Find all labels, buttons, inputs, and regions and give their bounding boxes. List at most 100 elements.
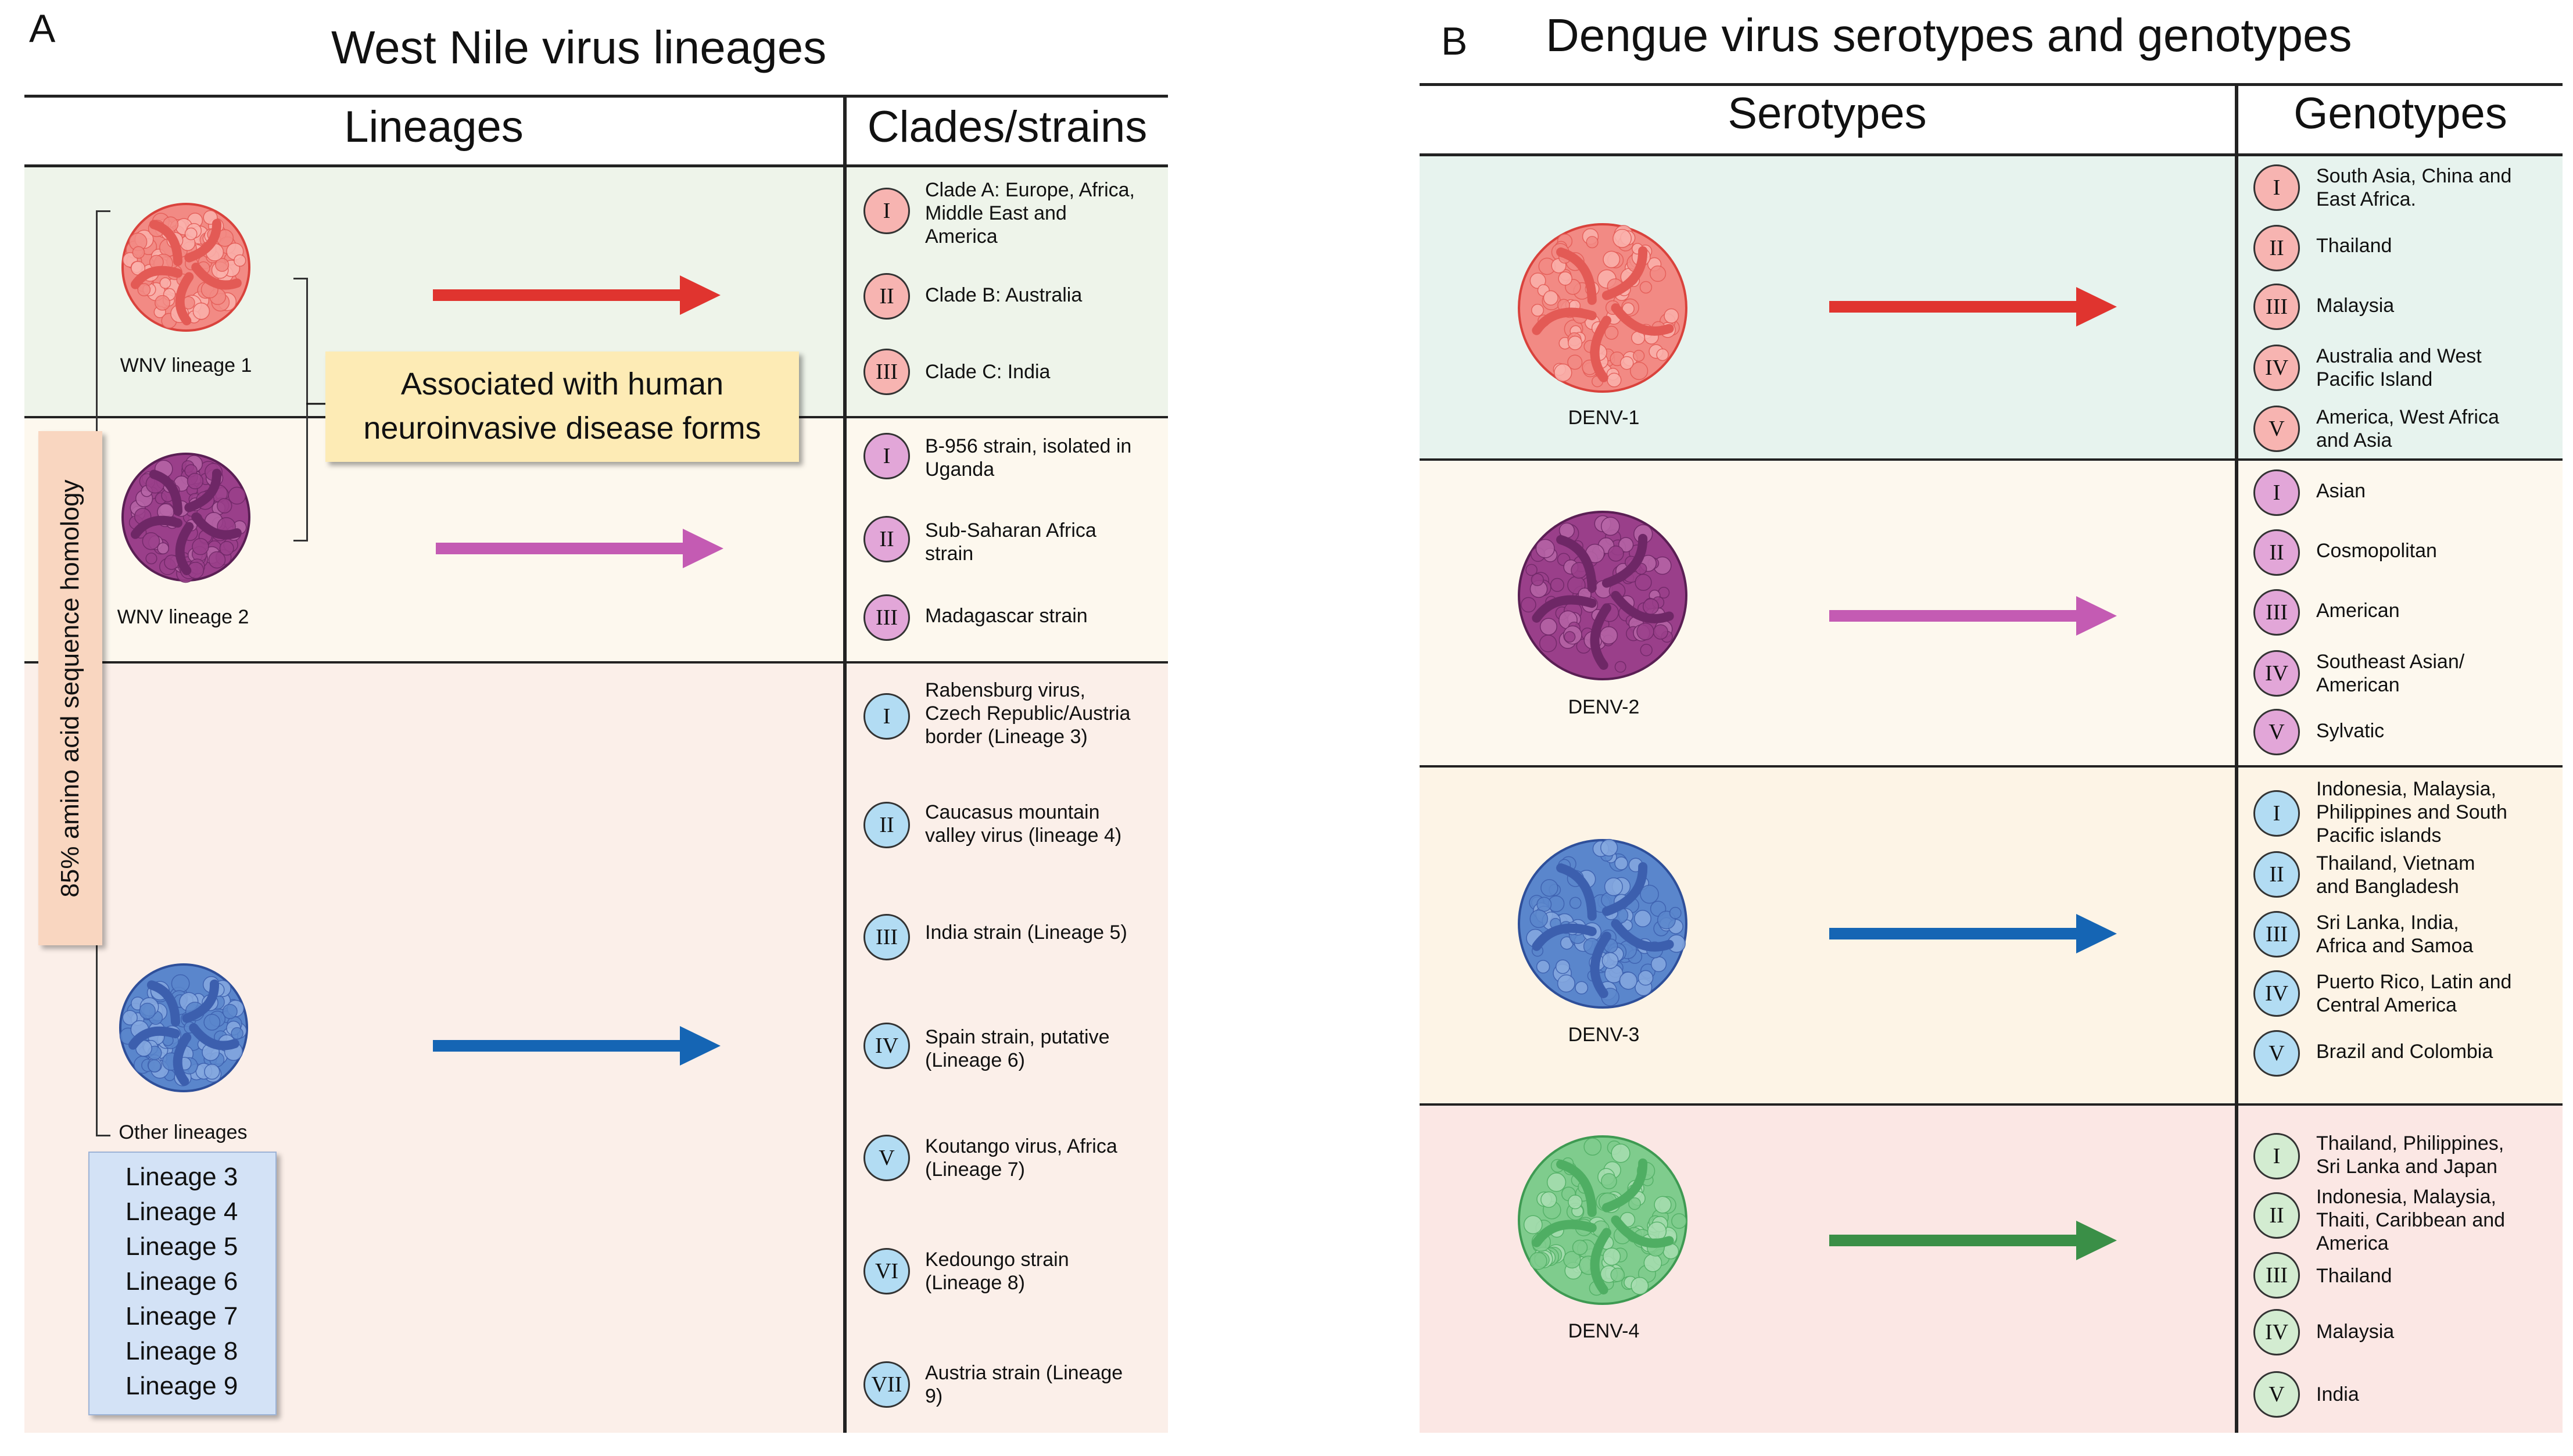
genotype-text: Thailand — [2316, 234, 2392, 257]
text-line: Australia and West — [2316, 345, 2482, 367]
virus-label: DENV-2 — [1568, 696, 1640, 718]
numeral-badge: I — [2253, 164, 2300, 211]
row-divider — [1420, 458, 2563, 461]
numeral-badge: II — [2253, 225, 2300, 271]
lineage-list-box: Lineage 3 Lineage 4 Lineage 5 Lineage 6 … — [88, 1152, 277, 1415]
text-line: Czech Republic/Austria — [925, 702, 1131, 725]
homology-label-box: 85% amino acid sequence homology — [38, 431, 102, 945]
genotype-text: Malaysia — [2316, 1320, 2394, 1343]
genotype-text: Thailand, Philippines,Sri Lanka and Japa… — [2316, 1132, 2504, 1178]
text-line: Puerto Rico, Latin and — [2316, 971, 2512, 993]
table-header-rule — [24, 164, 1168, 167]
numeral-badge: V — [2253, 709, 2300, 755]
text-line: and Asia — [2316, 429, 2392, 451]
genotype-text: India — [2316, 1383, 2359, 1406]
text-line: Clade B: Australia — [925, 284, 1083, 306]
column-divider — [2235, 83, 2238, 1433]
text-line: Kedoungo strain — [925, 1249, 1069, 1271]
virus-label: DENV-3 — [1568, 1024, 1640, 1046]
text-line: India strain (Lineage 5) — [925, 921, 1127, 944]
lineage-list-item: Lineage 3 — [126, 1163, 238, 1191]
text-line: Philippines and South — [2316, 801, 2507, 823]
text-line: strain — [925, 543, 974, 565]
text-line: (Lineage 8) — [925, 1272, 1026, 1294]
text-line: Middle East and — [925, 202, 1067, 224]
text-line: Sri Lanka and Japan — [2316, 1156, 2497, 1178]
virus-label: DENV-4 — [1568, 1320, 1640, 1342]
panel-a-title: West Nile virus lineages — [331, 21, 827, 73]
numeral-badge: III — [863, 349, 910, 395]
numeral-badge: IV — [863, 1023, 910, 1069]
virus-label: DENV-1 — [1568, 407, 1640, 429]
text-line: Pacific islands — [2316, 824, 2442, 847]
text-line: Madagascar strain — [925, 605, 1088, 627]
lineage-list-item: Lineage 4 — [126, 1197, 238, 1226]
numeral-badge: III — [2253, 589, 2300, 636]
wnv-other-virus-icon — [117, 961, 250, 1098]
genotype-text: Sylvatic — [2316, 719, 2384, 743]
text-line: Sylvatic — [2316, 720, 2385, 742]
panel-a-letter: A — [29, 6, 56, 51]
arrow-icon — [433, 275, 721, 315]
numeral-badge: IV — [2253, 970, 2300, 1017]
text-line: Indonesia, Malaysia, — [2316, 1186, 2496, 1208]
numeral-badge: IV — [2253, 1309, 2300, 1355]
arrow-icon — [1829, 1221, 2117, 1260]
numeral-badge: V — [2253, 1371, 2300, 1418]
text-line: Central America — [2316, 994, 2457, 1016]
table-top-rule — [24, 95, 1168, 98]
text-line: Austria strain (Lineage — [925, 1362, 1123, 1384]
genotype-text: Malaysia — [2316, 294, 2394, 317]
text-line: America — [925, 225, 998, 248]
column-header-clades: Clades/strains — [867, 102, 1148, 152]
text-line: Asian — [2316, 480, 2366, 502]
text-line: Pacific Island — [2316, 368, 2433, 390]
numeral-badge: III — [2253, 1252, 2300, 1299]
genotype-text: American — [2316, 599, 2400, 622]
text-line: 9) — [925, 1385, 943, 1407]
numeral-badge: I — [2253, 1133, 2300, 1179]
text-line: Africa and Samoa — [2316, 935, 2474, 957]
virus-label: Other lineages — [119, 1121, 248, 1143]
text-line: American — [2316, 600, 2400, 622]
text-line: Thailand, Philippines, — [2316, 1132, 2504, 1154]
lineage-list-item: Lineage 5 — [126, 1232, 238, 1261]
numeral-badge: VI — [863, 1248, 910, 1294]
text-line: border (Lineage 3) — [925, 726, 1088, 748]
numeral-badge: III — [2253, 911, 2300, 957]
genotype-text: Asian — [2316, 479, 2366, 503]
text-line: India — [2316, 1383, 2359, 1405]
genotype-text: Indonesia, Malaysia,Philippines and Sout… — [2316, 777, 2507, 847]
lineage-list-item: Lineage 8 — [126, 1337, 238, 1365]
denv-2-virus-icon — [1515, 508, 1690, 686]
text-line: Sri Lanka, India, — [2316, 912, 2459, 934]
row-divider — [1420, 1103, 2563, 1106]
text-line: (Lineage 6) — [925, 1049, 1026, 1071]
text-line: Malaysia — [2316, 295, 2395, 317]
numeral-badge: II — [863, 516, 910, 562]
text-line: (Lineage 7) — [925, 1159, 1026, 1181]
text-line: America, West Africa — [2316, 406, 2499, 428]
text-line: Koutango virus, Africa — [925, 1135, 1117, 1157]
numeral-badge: III — [2253, 284, 2300, 330]
text-line: South Asia, China and — [2316, 165, 2512, 187]
numeral-badge: III — [863, 914, 910, 960]
arrow-icon — [1829, 914, 2117, 953]
clade-text: Clade B: Australia — [925, 284, 1082, 307]
numeral-badge: V — [2253, 1030, 2300, 1077]
text-line: Clade A: Europe, Africa, — [925, 179, 1135, 201]
text-line: America — [2316, 1232, 2389, 1254]
text-line: B-956 strain, isolated in — [925, 435, 1132, 457]
genotype-text: Sri Lanka, India,Africa and Samoa — [2316, 911, 2473, 957]
arrow-icon — [433, 1026, 721, 1066]
clade-text: Kedoungo strain(Lineage 8) — [925, 1248, 1069, 1294]
text-line: American — [2316, 674, 2400, 696]
numeral-badge: II — [2253, 851, 2300, 898]
numeral-badge: II — [2253, 1192, 2300, 1239]
